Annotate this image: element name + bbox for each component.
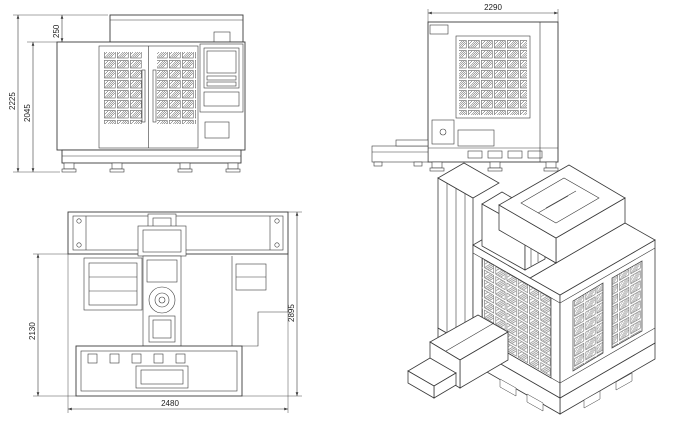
control-panel-keyboard bbox=[203, 91, 240, 107]
iso-top-cover bbox=[498, 164, 626, 264]
front-roof-height-dim: 250 bbox=[52, 24, 61, 38]
front-view: 2225 2045 250 bbox=[8, 14, 246, 173]
plan-table bbox=[75, 345, 243, 397]
side-view: 2290 bbox=[371, 3, 559, 172]
plan-table-slot bbox=[175, 353, 186, 364]
iso-right-door-louvre-1 bbox=[572, 282, 604, 372]
front-foot-pad bbox=[177, 168, 193, 173]
side-lower-hatch bbox=[457, 129, 495, 147]
side-dimensions: 2290 bbox=[427, 3, 559, 22]
front-roof-box bbox=[213, 31, 231, 43]
plan-spindle-column bbox=[142, 255, 182, 347]
front-body-height-dim: 2045 bbox=[23, 104, 32, 122]
plan-view: 2130 2895 2480 bbox=[28, 211, 302, 413]
front-door-handle-right bbox=[152, 69, 157, 123]
side-base-vent bbox=[527, 150, 543, 159]
iso-chip-conveyor bbox=[407, 314, 509, 399]
plan-table-slot bbox=[87, 353, 98, 364]
side-width-dim: 2290 bbox=[484, 3, 502, 12]
plan-table-slot bbox=[109, 353, 120, 364]
front-foot-pad bbox=[225, 168, 241, 173]
front-total-height-dim: 2225 bbox=[8, 92, 17, 110]
plan-lift-hole bbox=[274, 218, 280, 224]
plan-depth-left-dim: 2130 bbox=[28, 322, 37, 340]
isometric-view bbox=[407, 162, 656, 415]
front-left-door-louvres bbox=[103, 52, 142, 124]
control-panel-screen bbox=[203, 47, 240, 89]
front-foot-pad bbox=[109, 168, 125, 173]
plan-table-slot bbox=[153, 353, 164, 364]
front-door-handle-left bbox=[141, 69, 146, 123]
plan-width-dim: 2480 bbox=[161, 399, 179, 408]
front-side-hatch bbox=[204, 121, 230, 139]
side-access-door bbox=[431, 119, 455, 145]
side-louvre-panel bbox=[459, 39, 527, 115]
plan-depth-right-dim: 2895 bbox=[287, 304, 296, 322]
plan-motor-block bbox=[83, 257, 143, 311]
plan-saddle bbox=[137, 225, 187, 257]
front-dimensions: 2225 2045 250 bbox=[8, 14, 108, 173]
front-right-door-louvres bbox=[157, 52, 196, 124]
plan-lift-hole bbox=[76, 242, 82, 248]
side-feet bbox=[429, 161, 559, 172]
iso-right-door-louvre-2 bbox=[611, 260, 643, 349]
plan-spindle-assembly bbox=[83, 254, 289, 347]
plan-lift-hole bbox=[76, 218, 82, 224]
plan-table-slot bbox=[131, 353, 142, 364]
side-chip-conveyor bbox=[371, 139, 429, 167]
side-base-vent bbox=[487, 150, 503, 159]
side-base-vent bbox=[467, 150, 483, 159]
plan-bed bbox=[67, 211, 289, 257]
side-door-knob bbox=[439, 128, 447, 136]
front-base bbox=[61, 149, 242, 173]
plan-spindle bbox=[148, 286, 176, 314]
side-machine-body bbox=[427, 21, 559, 163]
front-foot-pad bbox=[61, 168, 77, 173]
side-base-vent bbox=[507, 150, 523, 159]
plan-dimensions: 2130 2895 2480 bbox=[28, 211, 302, 413]
plan-lift-hole bbox=[274, 242, 280, 248]
side-roof-step bbox=[429, 24, 449, 35]
front-control-panel bbox=[199, 43, 244, 139]
side-louvre-frame bbox=[455, 35, 531, 119]
plan-right-boundary bbox=[242, 254, 289, 347]
